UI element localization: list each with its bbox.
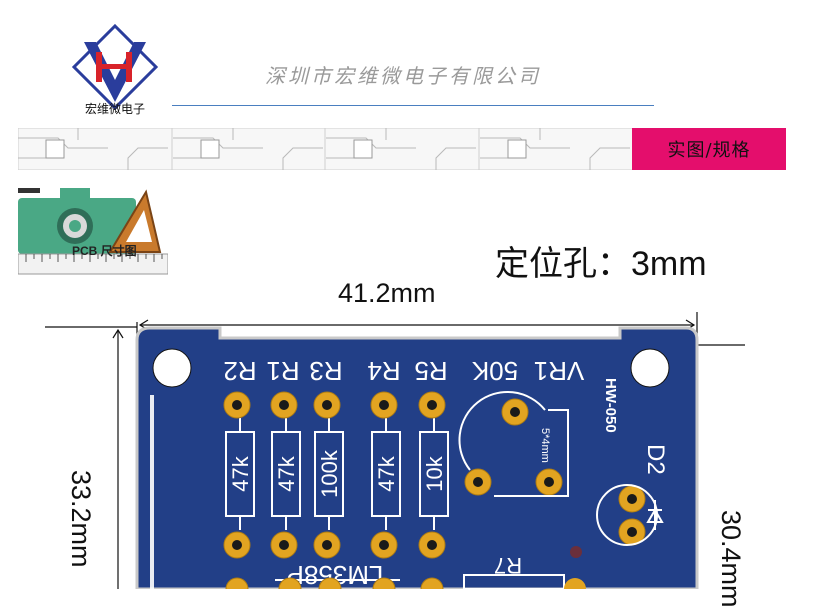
- width-dimension: 41.2mm: [338, 278, 436, 308]
- silk-label-vr1: VR1: [534, 356, 585, 386]
- silk-label-r1: R1: [266, 356, 299, 386]
- silk-label-50k: 50K: [471, 356, 518, 386]
- resistor-value-r1: 47k: [274, 455, 299, 491]
- company-logo: [71, 23, 159, 111]
- board-model: HW-050: [602, 378, 619, 433]
- height-dimension-right: 30.4mm: [716, 510, 746, 608]
- pcb-size-label: PCB 尺寸图: [72, 244, 137, 258]
- company-name: 深圳市宏维微电子有限公司: [265, 64, 541, 88]
- camera-ruler-icon: [18, 188, 168, 275]
- resistor-value-r4: 47k: [374, 455, 399, 491]
- resistor-label-r7: R7: [494, 553, 522, 578]
- silk-label-r3: R3: [309, 356, 342, 386]
- led-label-d2: D2: [642, 444, 669, 475]
- resistor-value-r2: 47k: [228, 455, 253, 491]
- spec-tab[interactable]: 实图/规格: [632, 128, 786, 170]
- resistor-value-r5: 10k: [422, 455, 447, 491]
- logo-caption: 宏维微电子: [84, 102, 145, 116]
- height-dimension-left: 33.2mm: [66, 470, 96, 568]
- header-divider: [172, 105, 654, 106]
- silk-label-r5: R5: [414, 356, 447, 386]
- circuit-pattern-band: [18, 128, 633, 170]
- pcb-board-drawing: R2 R1 R3 R4 R5 50K VR1 47k 47k 100k 47k …: [45, 312, 745, 589]
- resistor-value-r3: 100k: [317, 449, 342, 498]
- silk-label-r4: R4: [367, 356, 400, 386]
- pot-size-note: 5*4mm: [539, 428, 551, 463]
- mounting-hole-spec: 定位孔：3mm: [495, 245, 707, 283]
- silk-label-r2: R2: [223, 356, 256, 386]
